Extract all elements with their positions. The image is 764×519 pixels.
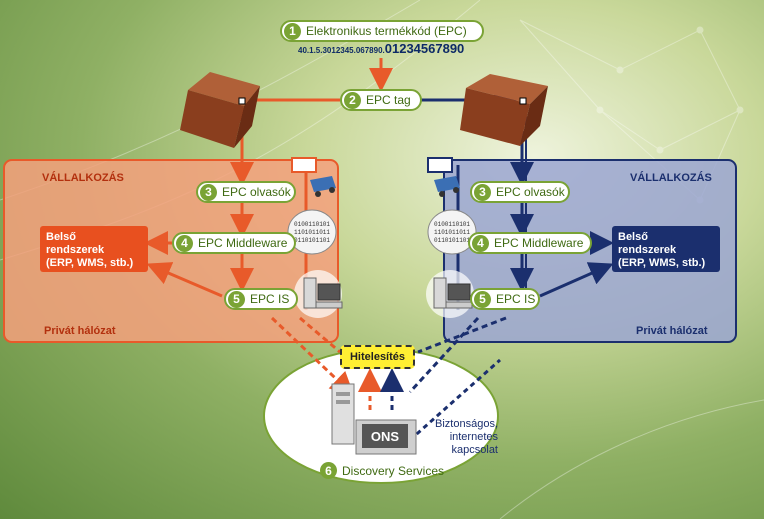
systems-line-1: Belső: [46, 231, 76, 243]
reader-icon: [427, 157, 460, 197]
computer-icon: [294, 270, 343, 318]
svg-text:0100110101: 0100110101: [294, 221, 330, 228]
step-number: 4: [176, 234, 193, 252]
binary-data-icon: 0100110101 1101011011 0110101101: [287, 209, 337, 255]
secure-connection-label: Biztonságos, internetes kapcsolat: [420, 418, 498, 457]
secure-line-3: kapcsolat: [451, 444, 498, 456]
step-epc-is-right: 5 EPC IS: [470, 288, 540, 310]
step-number: 4: [472, 234, 489, 252]
epc-code-suffix: 01234567890: [384, 41, 465, 56]
step-label: Elektronikus termékkód (EPC): [306, 24, 467, 38]
step-epc-code: 1 Elektronikus termékkód (EPC): [280, 20, 484, 42]
box-icon: [460, 74, 548, 146]
step-epc-middleware-left: 4 EPC Middleware: [172, 232, 296, 254]
right-private-network-label: Privát hálózat: [636, 325, 708, 337]
step-number: 1: [284, 22, 301, 40]
step-epc-middleware-right: 4 EPC Middleware: [468, 232, 592, 254]
ons-label: ONS: [370, 428, 400, 444]
authentication-box: Hitelesítés: [340, 345, 415, 369]
server-icon: [331, 383, 417, 455]
secure-line-1: Biztonságos,: [435, 418, 498, 430]
svg-text:1101011011: 1101011011: [434, 229, 470, 236]
systems-line-2: rendszerek: [618, 244, 677, 256]
step-label: Discovery Services: [342, 463, 445, 478]
epc-code-prefix: 40.1.5.3012345.067890.: [298, 46, 385, 55]
step-epc-readers-right: 3 EPC olvasók: [470, 181, 570, 203]
step-label: EPC olvasók: [496, 185, 565, 199]
step-number: 5: [474, 290, 491, 308]
binary-data-icon: 0100110101 1101011011 0110101101: [427, 209, 477, 255]
systems-line-3: (ERP, WMS, stb.): [618, 257, 706, 269]
systems-line-2: rendszerek: [46, 244, 105, 256]
step-label: EPC Middleware: [494, 236, 584, 250]
step-label: EPC tag: [366, 93, 411, 107]
box-icon: [180, 72, 260, 148]
step-number: 3: [200, 183, 217, 201]
step-discovery-services: 6 Discovery Services: [320, 462, 444, 479]
secure-line-2: internetes: [449, 431, 498, 443]
step-epc-is-left: 5 EPC IS: [224, 288, 298, 310]
step-number: 3: [474, 183, 491, 201]
step-number: 6: [320, 462, 337, 479]
step-number: 2: [344, 91, 361, 109]
left-enterprise-title: VÁLLALKOZÁS: [42, 172, 124, 184]
left-private-network-label: Privát hálózat: [44, 325, 116, 337]
epc-code: 40.1.5.3012345.067890.01234567890: [298, 41, 464, 56]
step-label: EPC olvasók: [222, 185, 291, 199]
step-label: EPC Middleware: [198, 236, 288, 250]
step-label: EPC IS: [496, 292, 536, 306]
left-internal-systems: Belső rendszerek (ERP, WMS, stb.): [40, 226, 148, 272]
systems-line-3: (ERP, WMS, stb.): [46, 257, 134, 269]
svg-text:0110101101: 0110101101: [434, 237, 470, 244]
step-epc-readers-left: 3 EPC olvasók: [196, 181, 296, 203]
svg-text:1101011011: 1101011011: [294, 229, 330, 236]
step-number: 5: [228, 290, 245, 308]
reader-icon: [291, 157, 336, 197]
step-label: EPC IS: [250, 292, 290, 306]
systems-line-1: Belső: [618, 231, 648, 243]
right-enterprise-title: VÁLLALKOZÁS: [630, 172, 712, 184]
step-epc-tag: 2 EPC tag: [340, 89, 422, 111]
svg-text:0110101101: 0110101101: [294, 237, 330, 244]
computer-icon: [426, 270, 474, 318]
svg-text:0100110101: 0100110101: [434, 221, 470, 228]
right-internal-systems: Belső rendszerek (ERP, WMS, stb.): [612, 226, 720, 272]
